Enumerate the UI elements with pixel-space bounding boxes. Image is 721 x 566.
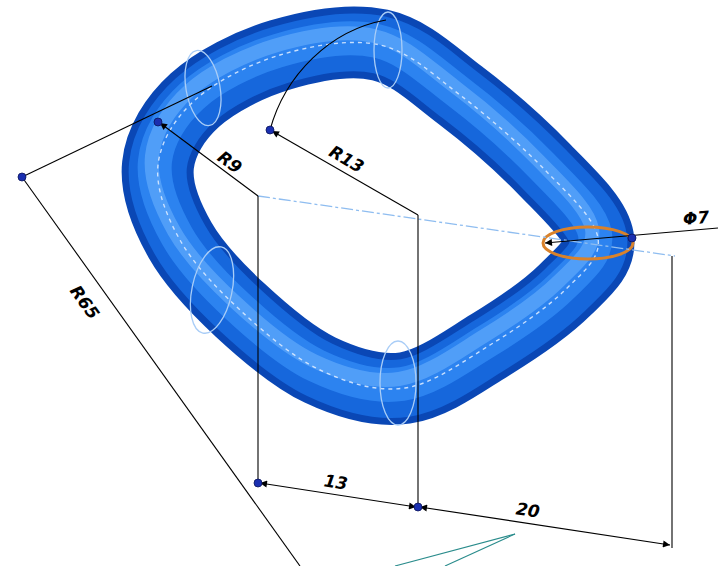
tube-body: [158, 42, 599, 389]
pointer-line: [445, 534, 515, 566]
leader-arc: [270, 20, 386, 130]
profile-circle: [543, 227, 633, 259]
extension-line: [417, 215, 418, 510]
point-dot: [628, 234, 636, 242]
radius-dimension: R9: [212, 146, 247, 178]
point-dot: [254, 479, 262, 487]
dimension-lines: [22, 20, 718, 566]
leader-line: [22, 86, 212, 177]
tube-shade: [155, 38, 596, 385]
linear-dimension: 13: [321, 471, 351, 494]
axis-line: [258, 196, 675, 256]
leader-line: [160, 123, 258, 196]
linear-dimension: 20: [513, 499, 543, 522]
pointer-lines: [395, 534, 515, 566]
centerline-path: [158, 42, 599, 389]
radius-dimension: R13: [324, 141, 369, 178]
ring-body: [152, 33, 599, 389]
section-ellipses: [180, 12, 416, 425]
point-dot: [266, 126, 274, 134]
extension-line: [257, 196, 258, 486]
section-ellipse: [183, 243, 240, 337]
point-dot: [414, 503, 422, 511]
point-dot: [18, 173, 26, 181]
tube-highlight: [152, 33, 593, 380]
leader-line: [22, 177, 300, 566]
point-dot: [154, 118, 162, 126]
tube-shadow: [158, 42, 599, 389]
leader-line: [272, 131, 418, 215]
dimension-points: [18, 118, 636, 511]
section-ellipse: [374, 12, 402, 88]
radius-dimension: R65: [64, 280, 103, 324]
pointer-line: [395, 534, 515, 566]
diameter-dimension: Φ7: [680, 207, 712, 229]
extension-line: [671, 256, 672, 548]
dimension-line: [420, 507, 670, 545]
section-ellipse: [380, 341, 416, 425]
section-ellipse: [180, 48, 227, 129]
leader-line: [545, 228, 718, 243]
